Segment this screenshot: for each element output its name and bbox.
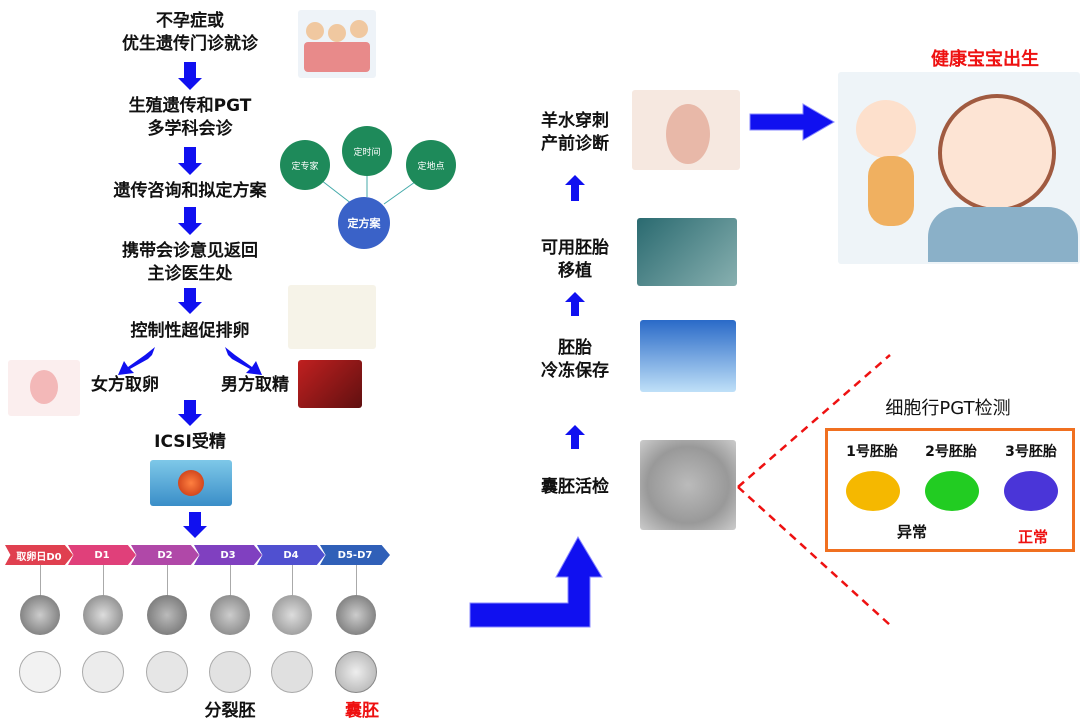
pgt-box: 1号胚胎 2号胚胎 3号胚胎 异常 正常 — [825, 428, 1075, 552]
embryo-label: 2号胚胎 — [925, 444, 977, 460]
embryo-result-normal — [1004, 471, 1058, 511]
step4-line2: 主诊医生处 — [147, 264, 233, 284]
freeze-line2: 冷冻保存 — [541, 361, 609, 381]
embryo-image — [83, 595, 123, 635]
embryo-drawing — [82, 651, 124, 693]
up-arrow-icon — [565, 292, 585, 316]
embryo-image — [210, 595, 250, 635]
male-sperm-retrieval: 男方取精 — [221, 375, 289, 395]
transfer-line2: 移植 — [558, 261, 592, 281]
step1-line1: 不孕症或 — [156, 11, 224, 31]
down-arrow-icon — [178, 288, 202, 314]
embryo-drawing — [271, 651, 313, 693]
sperm-image — [298, 360, 362, 408]
mother-baby-illustration — [838, 72, 1080, 264]
female-egg-retrieval: 女方取卵 — [91, 375, 159, 395]
consult-node: 定地点 — [406, 140, 456, 190]
amniocentesis-image — [632, 90, 740, 170]
consult-node: 定专家 — [280, 140, 330, 190]
timeline-day: D3 — [194, 545, 262, 565]
step3: 遗传咨询和拟定方案 — [113, 181, 267, 201]
embryo-drawing — [335, 651, 377, 693]
down-arrow-icon — [183, 512, 207, 538]
embryo-image — [147, 595, 187, 635]
pgt-title: 细胞行PGT检测 — [885, 398, 1011, 419]
up-arrow-icon — [565, 175, 585, 201]
freeze-image — [640, 320, 736, 392]
timeline-day: D1 — [68, 545, 136, 565]
clinic-illustration — [298, 10, 376, 78]
icsi: ICSI受精 — [154, 432, 226, 452]
up-arrow-icon — [565, 425, 585, 449]
embryo-drawing — [209, 651, 251, 693]
ovulation-illustration — [288, 285, 376, 349]
normal-label: 正常 — [1017, 528, 1049, 546]
down-arrow-icon — [178, 147, 202, 175]
step5: 控制性超促排卵 — [130, 321, 250, 341]
blastocyst-label: 囊胚 — [345, 701, 379, 721]
step1-line2: 优生遗传门诊就诊 — [122, 34, 258, 54]
embryo-label: 3号胚胎 — [1005, 444, 1057, 460]
transfer-image — [637, 218, 737, 286]
down-arrow-icon — [178, 400, 202, 426]
timeline-day: D4 — [257, 545, 325, 565]
big-l-arrow-icon — [469, 535, 603, 628]
step2-line2: 多学科会诊 — [147, 119, 233, 139]
embryo-drawing — [146, 651, 188, 693]
uterus-illustration — [8, 360, 80, 416]
embryo-drawing — [19, 651, 61, 693]
split-arrows-icon — [118, 347, 262, 375]
right-arrow-icon — [749, 103, 835, 141]
abnormal-label: 异常 — [896, 523, 928, 541]
embryo-image — [336, 595, 376, 635]
embryo-result-abnormal — [925, 471, 979, 511]
freeze-line1: 胚胎 — [558, 338, 592, 358]
birth-label: 健康宝宝出生 — [931, 49, 1039, 70]
dashed-lines — [737, 354, 891, 626]
amnio-line2: 产前诊断 — [541, 134, 609, 154]
icsi-image — [150, 460, 232, 506]
embryo-image — [272, 595, 312, 635]
embryo-result-abnormal — [846, 471, 900, 511]
timeline-day: 取卵日D0 — [5, 545, 73, 565]
consult-diagram: 定专家 定时间 定地点 定方案 — [272, 122, 458, 250]
step2-line1: 生殖遗传和PGT — [128, 96, 252, 116]
amnio-line1: 羊水穿刺 — [541, 111, 609, 131]
transfer-line1: 可用胚胎 — [541, 238, 609, 258]
down-arrow-icon — [178, 207, 202, 235]
biopsy-label: 囊胚活检 — [541, 477, 609, 497]
embryo-image — [20, 595, 60, 635]
cleavage-label: 分裂胚 — [204, 701, 256, 721]
embryo-label: 1号胚胎 — [846, 444, 898, 460]
biopsy-image — [640, 440, 736, 530]
timeline-day: D5-D7 — [320, 545, 390, 565]
down-arrow-icon — [178, 62, 202, 90]
consult-node: 定时间 — [342, 126, 392, 176]
step4-line1: 携带会诊意见返回 — [122, 241, 258, 261]
timeline-day: D2 — [131, 545, 199, 565]
consult-center: 定方案 — [338, 197, 390, 249]
